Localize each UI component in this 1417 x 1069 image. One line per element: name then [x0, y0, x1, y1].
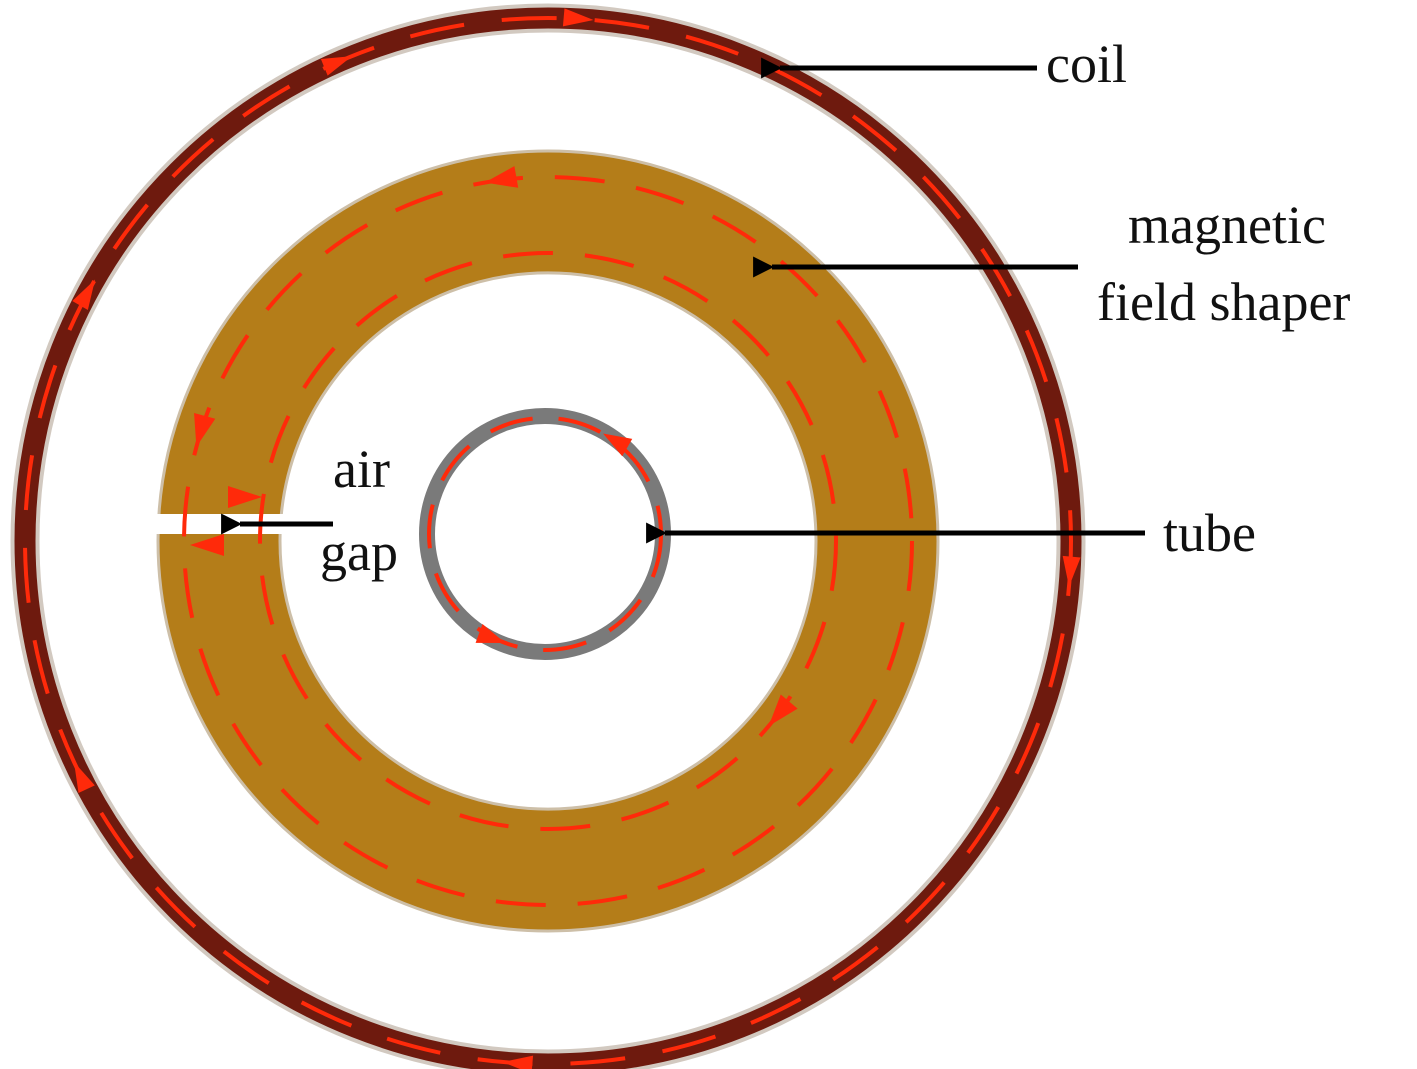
- coil-current-path: [23, 16, 1073, 1066]
- tube-current-arrows: [475, 433, 633, 644]
- coil-current-arrows: [72, 8, 1081, 1069]
- coil-current-arrowhead: [74, 762, 95, 794]
- air-gap-label-line2: gap: [320, 522, 398, 582]
- shaper-label-line2: field shaper: [1097, 272, 1350, 332]
- shaper-inner-arrowhead: [768, 694, 798, 727]
- air-gap-current-arrowhead: [190, 534, 224, 556]
- coil-current-arrowhead: [1062, 555, 1081, 587]
- coil-current-arrowhead: [502, 1055, 534, 1069]
- coil-current-arrowhead: [320, 56, 353, 76]
- coil-label: coil: [1046, 34, 1127, 94]
- shaper-body: [156, 149, 940, 933]
- air-gap-label-line1: air: [333, 439, 390, 499]
- tube-current-arrowhead: [603, 433, 633, 457]
- shaper-outer-current-path: [182, 175, 914, 907]
- shaper-label-line1: magnetic: [1128, 195, 1326, 255]
- air-gap-current-arrowhead: [228, 486, 262, 508]
- coil-current-arrowhead: [72, 279, 96, 310]
- shaper-current-arrows: [190, 166, 798, 727]
- coil-current-arrowhead: [562, 8, 594, 27]
- shaper-inner-current-path: [258, 251, 838, 831]
- coil: [10, 3, 1086, 1069]
- shaper-outer-arrowhead: [194, 413, 216, 447]
- magnetic-field-shaper: [150, 149, 940, 933]
- tube-label: tube: [1163, 503, 1256, 563]
- tube-current-arrowhead: [475, 624, 506, 644]
- shaper-outer-arrowhead: [484, 166, 519, 188]
- tube: [419, 408, 671, 660]
